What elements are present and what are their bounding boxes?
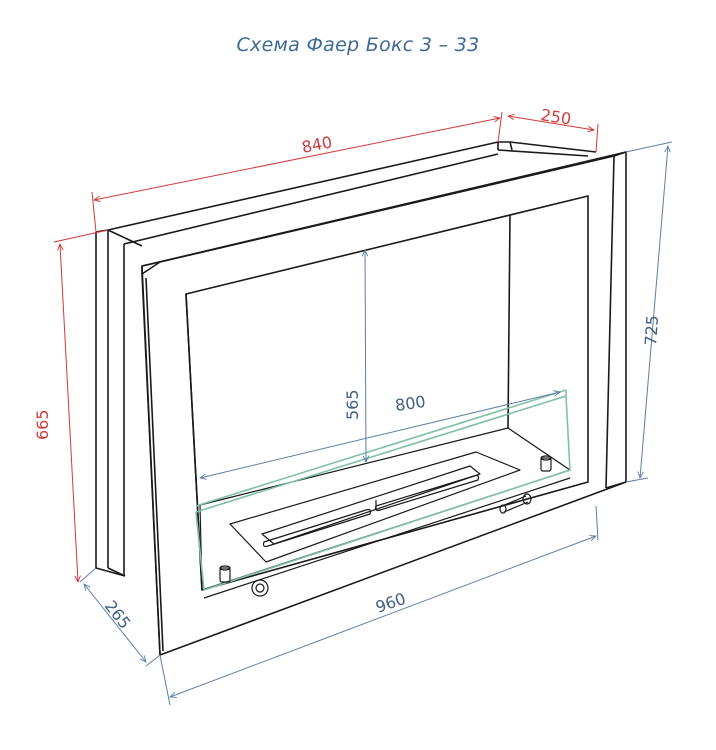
dim-line-height-front	[640, 146, 668, 478]
glass-clip-right	[540, 455, 552, 472]
ext-line-depth-right	[145, 654, 161, 667]
dim-line-inner-width	[200, 392, 560, 478]
label-inner-width: 800	[394, 392, 427, 415]
label-height-front: 725	[641, 314, 662, 346]
ext-line-front-right	[595, 505, 599, 541]
glass-panel	[195, 389, 571, 591]
ext-line-height-top	[53, 229, 109, 243]
ext-line-front-bottom	[625, 477, 649, 483]
ext-line-front-top	[625, 141, 673, 153]
label-inner-height: 565	[343, 389, 362, 420]
dim-line-depth-top	[508, 116, 594, 130]
opening	[185, 195, 589, 599]
label-width-back: 840	[300, 132, 334, 156]
back-box	[95, 141, 597, 577]
dim-line-width-back	[94, 118, 500, 200]
label-depth-bottom: 265	[101, 597, 135, 633]
ext-line-depth-left	[79, 567, 97, 583]
ext-line-back-right	[497, 111, 503, 143]
ext-line-front-left	[159, 654, 171, 706]
burner-unit	[229, 451, 521, 563]
front-frame	[141, 151, 627, 656]
label-height-back: 665	[33, 409, 52, 440]
label-width-front: 960	[373, 589, 408, 617]
dim-line-depth-bottom	[84, 584, 146, 662]
ext-line-depth-top	[595, 123, 599, 153]
dim-line-height-back	[60, 244, 78, 582]
control-knob	[251, 579, 269, 597]
label-depth-top: 250	[539, 105, 572, 129]
dim-line-inner-height	[365, 250, 366, 462]
lid-handle	[499, 493, 532, 514]
dim-line-width-front	[170, 536, 596, 697]
ext-line-back-left	[91, 191, 97, 233]
diagram-title: Схема Фаер Бокс 3 – 33	[236, 34, 480, 56]
glass-clip-left	[219, 565, 231, 583]
